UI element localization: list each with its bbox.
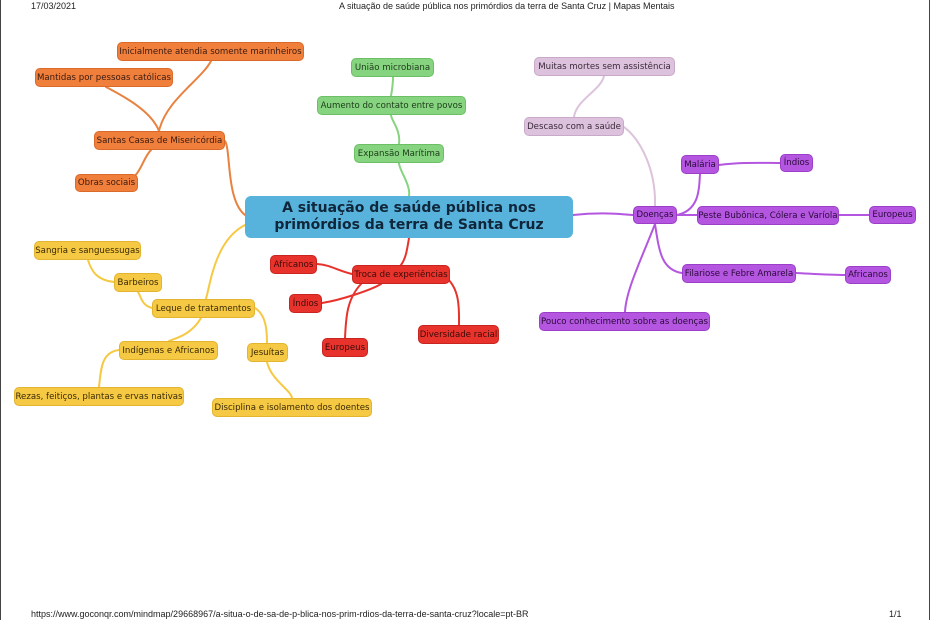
print-title: A situação de saúde pública nos primórdi…	[339, 1, 675, 11]
node-catolicas[interactable]: Mantidas por pessoas católicas	[35, 68, 173, 87]
node-disciplina[interactable]: Disciplina e isolamento dos doentes	[212, 398, 372, 417]
print-url: https://www.goconqr.com/mindmap/29668967…	[31, 609, 529, 619]
node-descaso[interactable]: Descaso com a saúde	[524, 117, 624, 136]
node-peste[interactable]: Peste Bubônica, Cólera e Varíola	[697, 206, 839, 225]
node-uniao-microbiana[interactable]: União microbiana	[351, 58, 434, 77]
node-malaria[interactable]: Malária	[681, 155, 719, 174]
node-diversidade-racial[interactable]: Diversidade racial	[418, 325, 499, 344]
node-obras-sociais[interactable]: Obras sociais	[75, 174, 138, 192]
node-marinheiros[interactable]: Inicialmente atendia somente marinheiros	[117, 42, 304, 61]
node-jesuitas[interactable]: Jesuítas	[247, 343, 288, 362]
node-filariose-africanos[interactable]: Africanos	[845, 266, 891, 284]
node-expansao-maritima[interactable]: Expansão Marítima	[354, 144, 444, 163]
node-troca-experiencias[interactable]: Troca de experiências	[352, 265, 450, 284]
print-date: 17/03/2021	[31, 1, 77, 11]
node-indigenas-africanos[interactable]: Indígenas e Africanos	[119, 341, 218, 360]
node-sangria[interactable]: Sangria e sanguessugas	[34, 241, 141, 260]
node-red-africanos[interactable]: Africanos	[270, 255, 317, 274]
node-red-indios[interactable]: Índios	[289, 294, 322, 313]
node-pouco-conhecimento[interactable]: Pouco conhecimento sobre as doenças	[539, 312, 710, 331]
central-topic[interactable]: A situação de saúde pública nos primórdi…	[245, 196, 573, 238]
page-number: 1/1	[889, 609, 902, 619]
node-malaria-indios[interactable]: Índios	[780, 154, 813, 172]
node-filariose[interactable]: Filariose e Febre Amarela	[682, 264, 796, 283]
node-peste-europeus[interactable]: Europeus	[869, 206, 916, 224]
node-muitas-mortes[interactable]: Muitas mortes sem assistência	[534, 57, 675, 76]
node-barbeiros[interactable]: Barbeiros	[114, 273, 162, 292]
node-rezas[interactable]: Rezas, feitiços, plantas e ervas nativas	[14, 387, 184, 406]
node-leque-tratamentos[interactable]: Leque de tratamentos	[152, 299, 255, 318]
node-red-europeus[interactable]: Europeus	[322, 338, 368, 357]
node-doencas[interactable]: Doenças	[633, 206, 677, 224]
node-santas-casas[interactable]: Santas Casas de Misericórdia	[94, 131, 225, 150]
node-aumento-contato[interactable]: Aumento do contato entre povos	[317, 96, 466, 115]
